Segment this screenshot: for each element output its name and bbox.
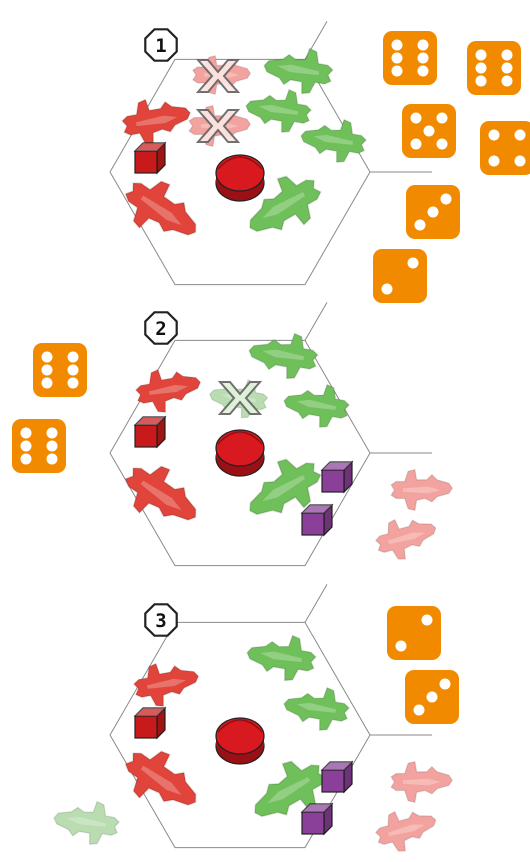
die-6 bbox=[12, 419, 66, 473]
die-pip bbox=[414, 705, 425, 716]
die-4 bbox=[480, 121, 530, 175]
die-pip bbox=[502, 76, 513, 87]
red-influence-disc bbox=[216, 155, 264, 201]
green-ship bbox=[281, 378, 352, 432]
purple-cube bbox=[302, 804, 332, 834]
die-pip bbox=[42, 378, 53, 389]
die-pip bbox=[422, 615, 433, 626]
die-pip bbox=[502, 63, 513, 74]
die-pip bbox=[392, 66, 403, 77]
step-number: 1 bbox=[155, 35, 166, 57]
red-ship bbox=[114, 737, 209, 826]
die-pip bbox=[476, 50, 487, 61]
die-pip bbox=[47, 428, 58, 439]
die-pip bbox=[408, 258, 419, 269]
die-pip bbox=[424, 126, 435, 137]
die-6 bbox=[33, 343, 87, 397]
step-badge: 3 bbox=[145, 604, 176, 635]
die-pip bbox=[418, 40, 429, 51]
die-pip bbox=[42, 352, 53, 363]
die-pip bbox=[415, 220, 426, 231]
step-number: 3 bbox=[155, 610, 166, 632]
step-badge: 1 bbox=[145, 29, 176, 60]
die-pip bbox=[396, 641, 407, 652]
step-number: 2 bbox=[155, 318, 166, 340]
die-pip bbox=[21, 428, 32, 439]
die-pip bbox=[489, 156, 500, 167]
die-pip bbox=[437, 139, 448, 150]
die-6 bbox=[467, 41, 521, 95]
red-influence-disc bbox=[216, 430, 264, 476]
die-2 bbox=[373, 249, 427, 303]
die-3 bbox=[406, 185, 460, 239]
die-pip bbox=[411, 139, 422, 150]
red-ship-outside bbox=[391, 762, 452, 803]
red-ship bbox=[114, 452, 209, 541]
red-cube bbox=[135, 417, 165, 447]
die-pip bbox=[68, 352, 79, 363]
red-ship-outside bbox=[391, 470, 452, 511]
red-ship bbox=[119, 92, 194, 149]
die-pip bbox=[437, 113, 448, 124]
green-ship bbox=[243, 628, 318, 685]
die-pip bbox=[476, 76, 487, 87]
green-ship bbox=[245, 326, 320, 383]
die-pip bbox=[68, 378, 79, 389]
step-badge: 2 bbox=[145, 312, 176, 343]
die-pip bbox=[382, 284, 393, 295]
die-pip bbox=[441, 194, 452, 205]
die-pip bbox=[68, 365, 79, 376]
die-pip bbox=[21, 454, 32, 465]
die-3 bbox=[405, 670, 459, 724]
red-ship bbox=[133, 363, 204, 417]
die-pip bbox=[411, 113, 422, 124]
purple-cube bbox=[302, 505, 332, 535]
die-pip bbox=[428, 207, 439, 218]
green-ship bbox=[260, 41, 335, 98]
die-pip bbox=[418, 66, 429, 77]
die-pip bbox=[392, 40, 403, 51]
red-ship bbox=[131, 657, 202, 711]
red-ship-outside bbox=[372, 802, 442, 857]
die-pip bbox=[42, 365, 53, 376]
red-influence-disc bbox=[216, 718, 264, 764]
die-pip bbox=[476, 63, 487, 74]
red-ship-outside bbox=[372, 510, 442, 565]
green-ship bbox=[281, 681, 352, 735]
die-pip bbox=[489, 130, 500, 141]
die-pip bbox=[47, 454, 58, 465]
purple-cube bbox=[322, 462, 352, 492]
die-pip bbox=[515, 130, 526, 141]
die-pip bbox=[392, 53, 403, 64]
die-pip bbox=[502, 50, 513, 61]
die-pip bbox=[515, 156, 526, 167]
die-pip bbox=[47, 441, 58, 452]
die-6 bbox=[383, 31, 437, 85]
green-ship-outside bbox=[51, 795, 122, 849]
die-2 bbox=[387, 606, 441, 660]
die-5 bbox=[402, 104, 456, 158]
die-pip bbox=[440, 679, 451, 690]
red-ship bbox=[114, 167, 209, 256]
die-pip bbox=[427, 692, 438, 703]
red-cube bbox=[135, 143, 165, 173]
die-pip bbox=[418, 53, 429, 64]
red-cube bbox=[135, 708, 165, 738]
purple-cube bbox=[322, 762, 352, 792]
die-pip bbox=[21, 441, 32, 452]
